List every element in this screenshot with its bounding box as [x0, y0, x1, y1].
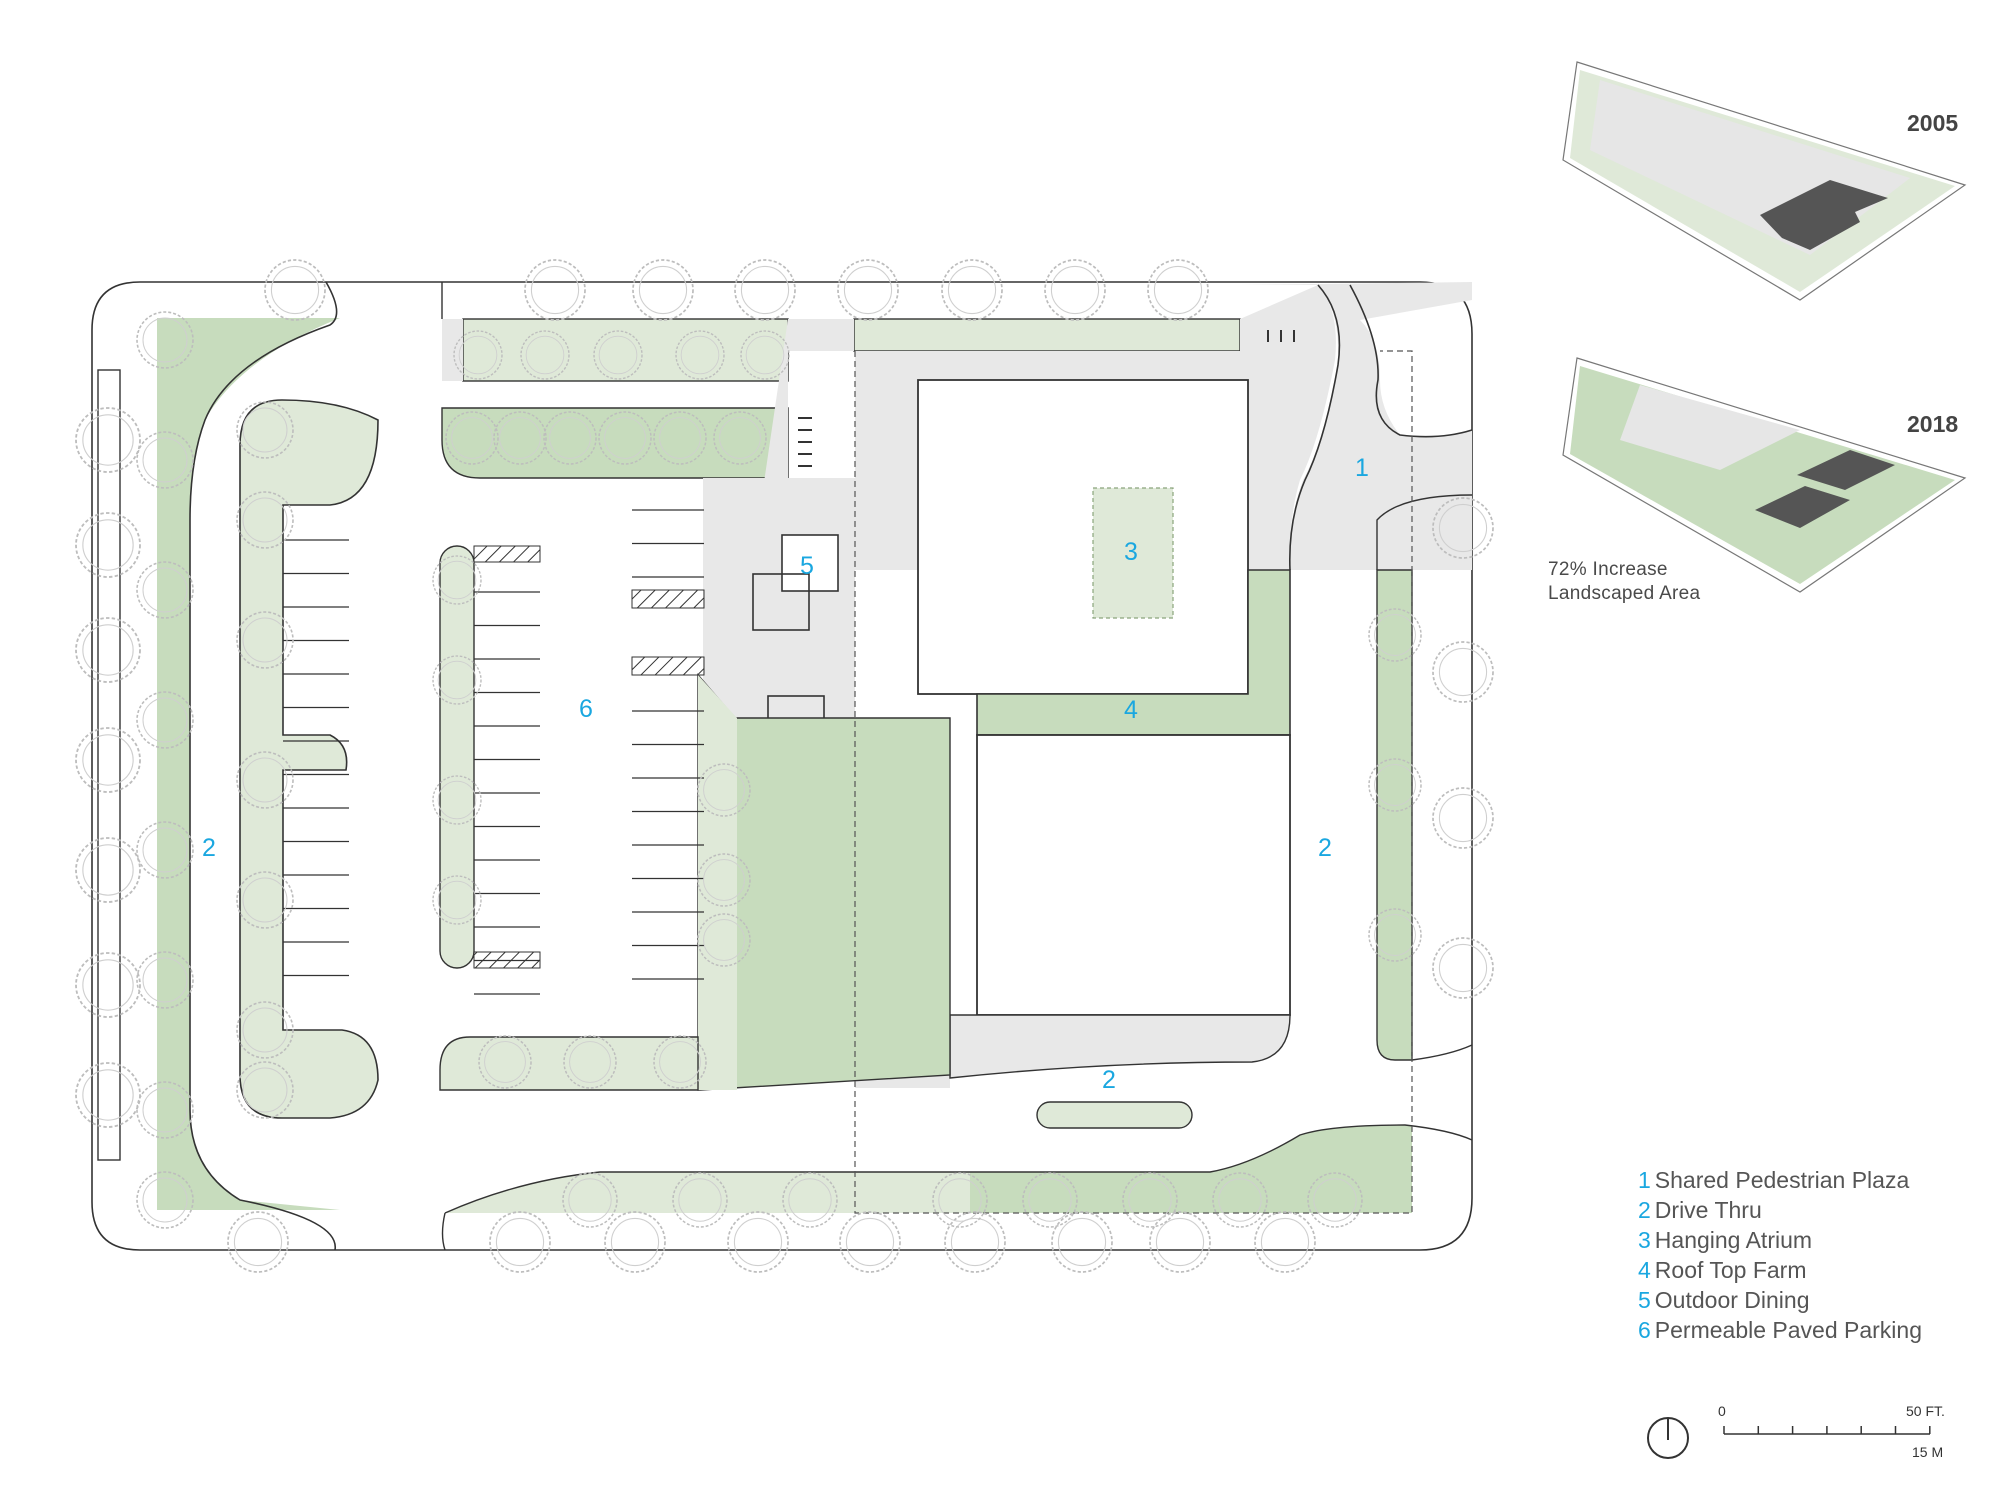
parking-median: [439, 545, 475, 969]
legend-label: Roof Top Farm: [1654, 1257, 1807, 1283]
legend-label: Outdoor Dining: [1654, 1287, 1810, 1313]
scale-bar: 0 50 FT. 15 M: [1718, 1403, 1945, 1460]
legend-num: 4: [1638, 1257, 1651, 1283]
east-drive-curb-south: [1411, 1044, 1473, 1061]
north-planter-2: [441, 407, 789, 479]
parking-hatch-1: [473, 545, 541, 563]
label-permeable-parking: 6: [579, 695, 593, 723]
north-planter-3: [853, 318, 1241, 352]
label-drive-thru-west: 2: [202, 834, 216, 862]
building-north: [917, 379, 1249, 695]
landscape-increase-caption: 72% Increase Landscaped Area: [1548, 558, 1700, 606]
legend-num: 2: [1638, 1197, 1651, 1223]
label-drive-thru-south: 2: [1102, 1066, 1116, 1094]
legend-num: 1: [1638, 1167, 1651, 1193]
legend-label: Permeable Paved Parking: [1654, 1317, 1923, 1343]
caption-line-2: Landscaped Area: [1548, 583, 1701, 604]
inset-2018-building-2: [1797, 450, 1895, 490]
parking-island-south: [439, 1036, 699, 1091]
label-outdoor-dining: 5: [800, 552, 814, 580]
inset-2005: 2005: [1562, 61, 1967, 301]
label-shared-pedestrian-plaza: 1: [1355, 454, 1369, 482]
parking-island-west: [239, 399, 379, 1119]
dining-pavilion-2: [752, 573, 810, 631]
property-line-dashed: [854, 350, 1413, 1214]
bike-rack-ticks: [798, 330, 1295, 467]
inset-2018-building-1: [1755, 486, 1850, 528]
building-south-apron: [949, 1014, 1291, 1079]
pedestrian-plaza-curb-east: [1349, 284, 1473, 438]
parking-stalls: [283, 509, 704, 995]
inset-2005-year: 2005: [1907, 110, 1958, 136]
parking-hatch-3: [631, 589, 705, 609]
north-planter-1: [462, 318, 789, 382]
label-drive-thru-east: 2: [1318, 834, 1332, 862]
scale-zero-label: 0: [1718, 1403, 1726, 1419]
inset-2018: 2018: [1562, 357, 1967, 593]
north-arrow-icon: [1647, 1417, 1689, 1459]
label-hanging-atrium: 3: [1124, 538, 1138, 566]
inset-2018-landscape: [1570, 366, 1955, 584]
legend-num: 6: [1638, 1317, 1651, 1343]
dining-pavilion-1: [781, 534, 839, 592]
legend-label: Hanging Atrium: [1654, 1227, 1813, 1253]
west-landscape-strip: [157, 318, 340, 1210]
west-drive-curb: [189, 281, 338, 1251]
east-landscape-strip: [1376, 569, 1413, 1061]
building-south: [976, 734, 1291, 1016]
east-drive-curb: [1376, 494, 1473, 570]
legend-label: Shared Pedestrian Plaza: [1654, 1167, 1910, 1193]
parking-hatch-4: [631, 656, 705, 676]
label-roof-top-farm: 4: [1124, 696, 1138, 724]
south-entrance-curb: [441, 1212, 446, 1251]
south-landscape-strip-dark: [970, 1125, 1412, 1213]
south-drive-curb: [444, 1124, 1473, 1214]
inset-2018-year: 2018: [1907, 411, 1958, 437]
legend-label: Drive Thru: [1654, 1197, 1762, 1223]
caption-line-1: 72% Increase: [1548, 559, 1668, 580]
legend-num: 5: [1638, 1287, 1651, 1313]
central-green-light: [698, 675, 737, 1090]
scale-meters-label: 15 M: [1912, 1444, 1943, 1460]
scale-feet-label: 50 FT.: [1906, 1403, 1945, 1419]
inset-2018-paving: [1620, 385, 1800, 470]
legend-num: 3: [1638, 1227, 1651, 1253]
pedestrian-plaza-curb: [1288, 284, 1341, 571]
west-sidewalk: [97, 369, 121, 1161]
drive-thru-island: [1036, 1101, 1193, 1129]
hanging-atrium: [1092, 487, 1174, 619]
inset-2005-building: [1760, 180, 1888, 250]
